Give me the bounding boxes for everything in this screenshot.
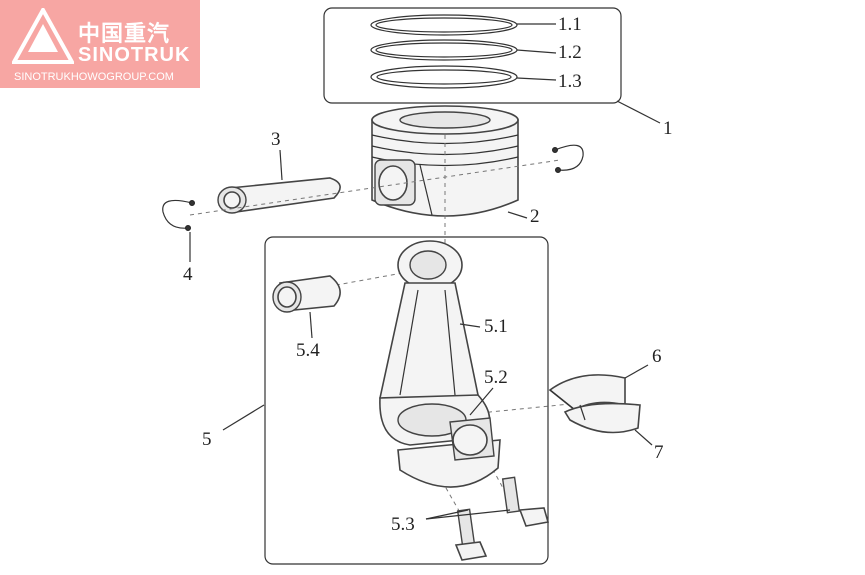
label-1-3: 1.3: [558, 71, 582, 92]
label-1: 1: [663, 118, 673, 139]
label-3: 3: [271, 129, 281, 150]
label-5: 5: [202, 429, 212, 450]
label-4: 4: [183, 264, 193, 285]
label-1-1: 1.1: [558, 14, 582, 35]
piston-ring-group-box: [323, 7, 622, 104]
piston-pin: [217, 177, 341, 214]
connecting-rod-bolt-left: [454, 508, 488, 561]
piston-ring-1-3: [370, 65, 518, 89]
snap-ring-right: [552, 144, 584, 173]
label-7: 7: [654, 442, 664, 463]
piston-ring-1-1: [370, 14, 518, 36]
watermark-logo: CNHTC 中国重汽 SINOTRUK SINOTRUKHOWOGROUP.CO…: [0, 0, 200, 88]
label-5-2: 5.2: [484, 367, 508, 388]
snap-ring-left: [162, 199, 195, 231]
logo-mark-text: CNHTC: [29, 53, 57, 62]
label-5-3: 5.3: [391, 514, 415, 535]
bearing-shell-lower: [563, 402, 641, 434]
logo-url-text: SINOTRUKHOWOGROUP.COM: [14, 71, 174, 83]
logo-english-text: SINOTRUK: [78, 44, 191, 66]
logo-chinese-text: 中国重汽: [78, 22, 171, 47]
small-end-bushing: [272, 275, 341, 313]
label-5-4: 5.4: [296, 340, 320, 361]
label-1-2: 1.2: [558, 42, 582, 63]
piston-ring-1-2: [370, 39, 518, 61]
connecting-rod-group-box: [264, 236, 549, 565]
piston: [371, 105, 519, 217]
label-6: 6: [652, 346, 662, 367]
connecting-rod-cap: [397, 417, 501, 488]
connecting-rod-bolt-right: [501, 476, 550, 527]
connecting-rod: [379, 240, 491, 446]
label-5-1: 5.1: [484, 316, 508, 337]
label-2: 2: [530, 206, 540, 227]
cnhtc-logo-icon: CNHTC: [12, 8, 74, 64]
